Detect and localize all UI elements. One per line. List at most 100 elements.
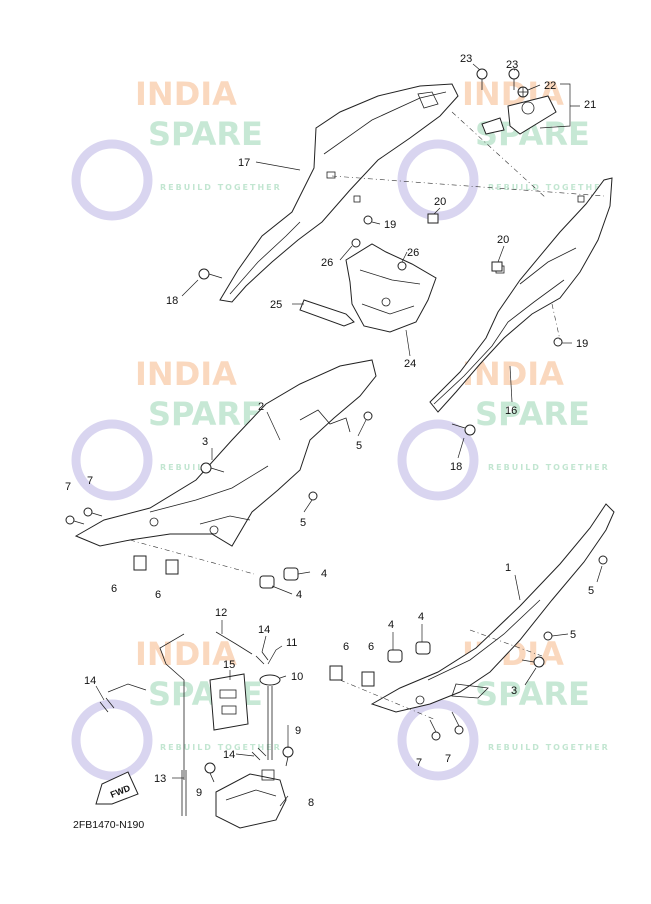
callout-14: 14 bbox=[223, 749, 235, 761]
part-26-screw-a bbox=[351, 238, 361, 248]
callout-22: 22 bbox=[544, 80, 556, 92]
callout-21: 21 bbox=[584, 99, 596, 111]
callout-6: 6 bbox=[155, 589, 161, 601]
callout-18: 18 bbox=[166, 295, 178, 307]
callout-9: 9 bbox=[295, 725, 301, 737]
watermark-1: INDIA SPARE REBUILD TOGETHER bbox=[71, 75, 282, 221]
callout-labels: 1 2 3 3 4 4 4 4 5 5 5 5 6 6 6 6 7 7 7 7 … bbox=[65, 53, 596, 809]
part-14-clip-a bbox=[255, 651, 269, 665]
alignment-line bbox=[339, 679, 437, 721]
callout-15: 15 bbox=[223, 659, 235, 671]
watermark-6: INDIA SPARE REBUILD TOGETHER bbox=[397, 635, 608, 781]
callout-6: 6 bbox=[343, 641, 349, 653]
part-25-strap bbox=[299, 299, 355, 327]
callout-4: 4 bbox=[296, 589, 302, 601]
part-9-bolt-b bbox=[282, 746, 294, 767]
callout-2: 2 bbox=[258, 401, 264, 413]
callout-12: 12 bbox=[215, 607, 227, 619]
callout-5: 5 bbox=[588, 585, 594, 597]
part-5-clip-b bbox=[308, 491, 318, 501]
part-19-clip-a bbox=[363, 215, 373, 225]
part-4-damper-a bbox=[259, 575, 275, 589]
part-12-hose bbox=[159, 631, 253, 780]
part-7-screw-a bbox=[65, 515, 85, 525]
watermark-text-line1: INDIA bbox=[135, 355, 237, 393]
callout-16: 16 bbox=[505, 405, 517, 417]
part-4-damper-c bbox=[387, 649, 403, 663]
part-23-screw-a bbox=[476, 68, 488, 90]
alignment-line bbox=[551, 303, 561, 341]
callout-19: 19 bbox=[576, 338, 588, 350]
part-19-clip-b bbox=[553, 337, 563, 347]
watermark-text-line2: SPARE bbox=[475, 395, 590, 433]
alignment-line bbox=[331, 175, 605, 197]
callout-5: 5 bbox=[300, 517, 306, 529]
part-5-clip-d bbox=[543, 631, 553, 641]
drawing-code: 2FB1470-N190 bbox=[73, 819, 144, 831]
watermark-5: INDIA SPARE REBUILD TOGETHER bbox=[71, 635, 280, 781]
part-6-nut-c bbox=[329, 665, 343, 681]
watermark-text-line2: SPARE bbox=[148, 115, 263, 153]
callout-14: 14 bbox=[258, 624, 270, 636]
part-20-nut-a bbox=[427, 213, 439, 224]
part-16-side-cover-right bbox=[429, 177, 613, 413]
callout-7: 7 bbox=[65, 481, 71, 493]
part-4-damper-b bbox=[283, 567, 299, 581]
callout-6: 6 bbox=[111, 583, 117, 595]
callout-5: 5 bbox=[356, 440, 362, 452]
alignment-line bbox=[451, 111, 547, 199]
part-24-center-panel bbox=[345, 243, 437, 333]
part-14-clip-c bbox=[251, 747, 267, 761]
part-5-clip-c bbox=[598, 555, 608, 565]
part-11-hose-end bbox=[267, 645, 283, 665]
callout-24: 24 bbox=[404, 358, 416, 370]
watermark-4: INDIA SPARE REBUILD TOGETHER bbox=[397, 355, 610, 501]
callout-11: 11 bbox=[286, 637, 297, 649]
fwd-arrow-icon: FWD bbox=[95, 771, 139, 805]
part-7-screw-b bbox=[83, 507, 103, 517]
watermark-tagline: REBUILD TOGETHER bbox=[160, 183, 282, 192]
part-14-clip-b bbox=[99, 697, 115, 713]
callout-4: 4 bbox=[418, 611, 424, 623]
part-3-screw-b bbox=[521, 656, 545, 668]
callout-5: 5 bbox=[570, 629, 576, 641]
part-26-screw-b bbox=[397, 261, 407, 271]
callout-13: 13 bbox=[154, 773, 166, 785]
callout-3: 3 bbox=[511, 685, 517, 697]
callout-7: 7 bbox=[87, 475, 93, 487]
part-7-screw-c bbox=[429, 719, 441, 741]
callout-7: 7 bbox=[416, 757, 422, 769]
part-18-bolt-right bbox=[451, 423, 476, 436]
part-21-bracket bbox=[481, 95, 557, 135]
part-6-nut-a bbox=[133, 555, 147, 571]
callout-7: 7 bbox=[445, 753, 451, 765]
part-14-hose-left bbox=[107, 683, 147, 693]
watermark-text-line2: SPARE bbox=[475, 675, 590, 713]
callout-1: 1 bbox=[505, 562, 511, 574]
callout-20: 20 bbox=[497, 234, 509, 246]
part-2-side-cover-mid bbox=[74, 359, 377, 547]
callout-4: 4 bbox=[388, 619, 394, 631]
part-3-screw-a bbox=[200, 462, 225, 474]
alignment-line bbox=[469, 629, 543, 657]
callout-10: 10 bbox=[291, 671, 303, 683]
leader-lines bbox=[95, 63, 603, 807]
watermark-text-line1: INDIA bbox=[135, 635, 237, 673]
part-18-bolt-left bbox=[198, 268, 223, 280]
part-17-side-cover-left bbox=[219, 83, 459, 303]
callout-19: 19 bbox=[384, 219, 396, 231]
part-7-screw-d bbox=[451, 711, 464, 735]
callout-26: 26 bbox=[407, 247, 419, 259]
callout-17: 17 bbox=[238, 157, 250, 169]
part-4-damper-d bbox=[415, 641, 431, 655]
callout-6: 6 bbox=[368, 641, 374, 653]
part-5-clip-a bbox=[363, 411, 373, 421]
callout-14: 14 bbox=[84, 675, 96, 687]
callout-25: 25 bbox=[270, 299, 282, 311]
part-6-nut-d bbox=[361, 671, 375, 687]
watermark-text-line2: SPARE bbox=[148, 395, 263, 433]
part-20-nut-b bbox=[491, 261, 503, 272]
alignment-line bbox=[129, 539, 255, 575]
watermark-tagline: REBUILD TOGETHER bbox=[488, 463, 610, 472]
